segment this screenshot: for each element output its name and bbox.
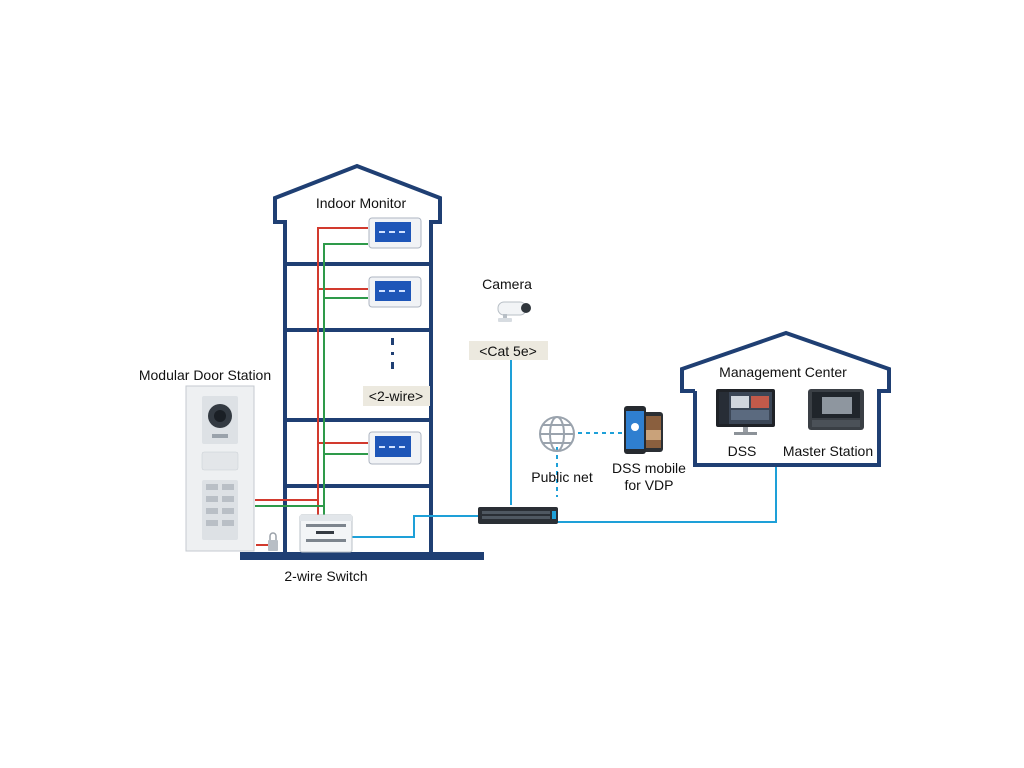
management-center-label: Management Center	[719, 364, 847, 380]
two-wire-label: <2-wire>	[369, 388, 423, 404]
two-wire-switch-label: 2-wire Switch	[284, 568, 367, 584]
two-wire-switch-icon	[299, 514, 353, 553]
two-wire-tag-bg	[363, 386, 430, 406]
dss-mobile-label-line1: DSS mobile	[612, 460, 686, 476]
door-station-icon	[185, 385, 255, 552]
camera-icon	[497, 301, 531, 322]
indoor-monitor-icon	[368, 431, 422, 465]
wireless-link	[556, 432, 624, 497]
more-floors-ellipsis	[391, 338, 394, 369]
indoor-monitor-icon	[368, 217, 422, 249]
indoor-monitor-label: Indoor Monitor	[316, 195, 407, 211]
camera-label: Camera	[482, 276, 532, 292]
dss-label: DSS	[728, 443, 757, 459]
modular-door-station-label: Modular Door Station	[139, 367, 271, 383]
public-net-label: Public net	[531, 469, 593, 485]
dss-monitor-icon	[716, 389, 775, 435]
globe-icon	[539, 416, 575, 452]
master-station-label: Master Station	[783, 443, 873, 459]
cat5e-tag-bg	[469, 341, 548, 360]
master-station-icon	[808, 389, 864, 430]
management-center-building	[680, 330, 891, 467]
dss-mobile-label-line2: for VDP	[624, 477, 673, 493]
ground-base	[240, 552, 484, 560]
lock-icon	[268, 532, 278, 551]
network-switch-icon	[478, 507, 558, 524]
smartphone-icon	[624, 406, 663, 454]
two-wire-cabling	[255, 227, 368, 546]
cat5e-label: <Cat 5e>	[479, 343, 537, 359]
indoor-monitor-icon	[368, 276, 422, 308]
apartment-building	[273, 163, 442, 552]
